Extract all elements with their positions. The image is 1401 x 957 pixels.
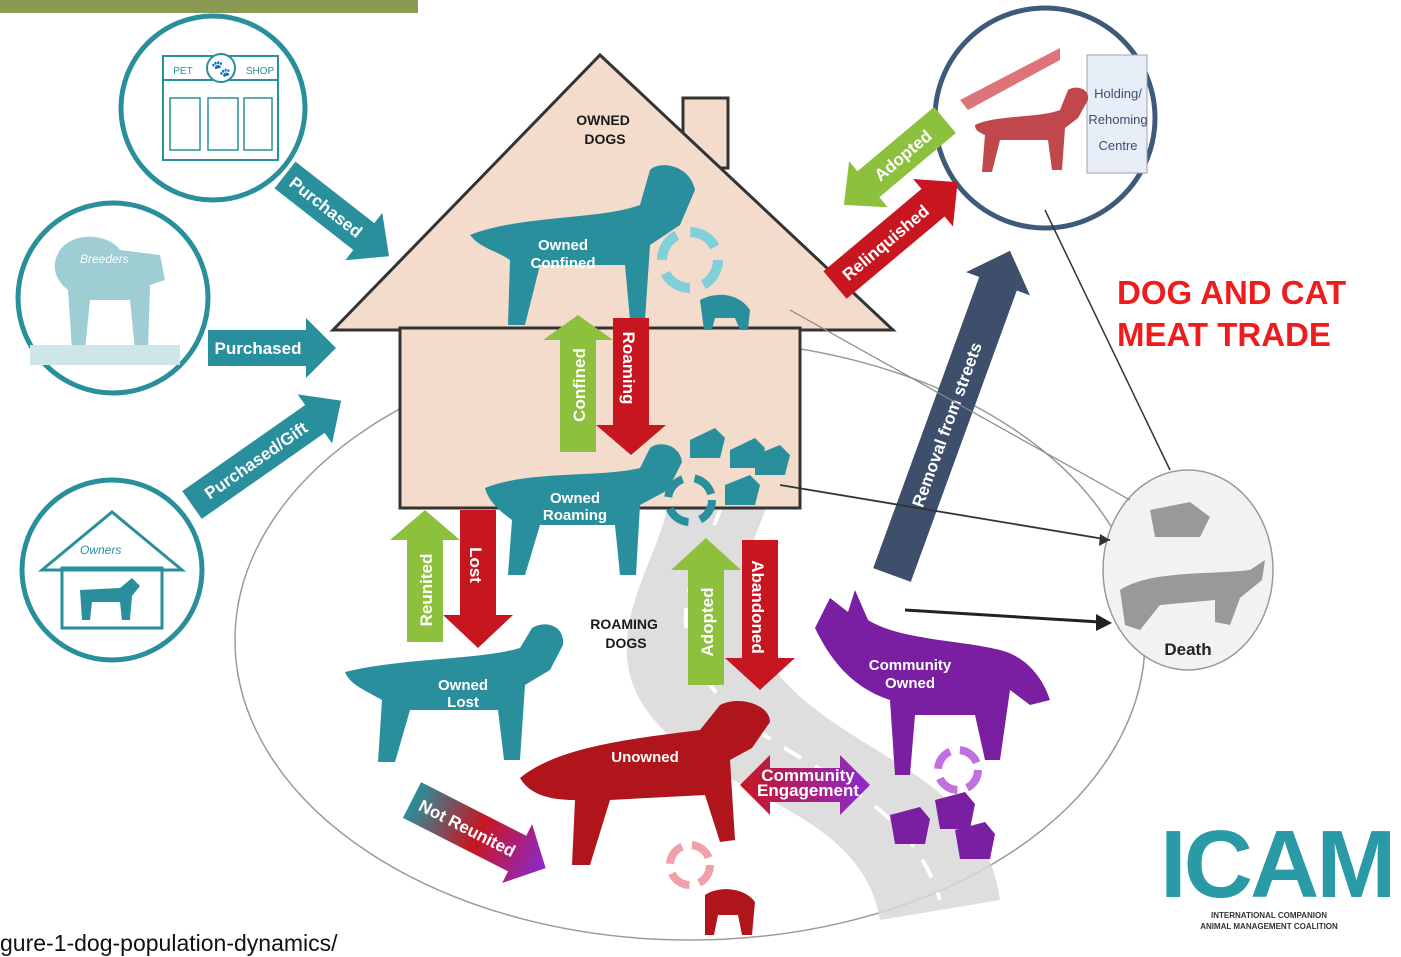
logo-line-2: ANIMAL MANAGEMENT COALITION (1200, 922, 1338, 931)
meat-trade-line-1: DOG AND CAT (1117, 274, 1347, 311)
purchased-arrow-1: Purchased (274, 161, 390, 261)
purchased-arrow-2: Purchased (208, 318, 336, 378)
lost-arrow: Lost (443, 510, 513, 648)
svg-text:Abandoned: Abandoned (748, 560, 767, 654)
death-circle: Death (1102, 469, 1274, 671)
meat-trade-line-2: MEAT TRADE (1117, 316, 1331, 353)
svg-text:Confined: Confined (570, 348, 589, 422)
cycle-icon (934, 746, 982, 794)
holding-label-2: Rehoming (1088, 112, 1147, 127)
puppy-icon (705, 889, 755, 935)
reunited-arrow: Reunited (390, 510, 460, 642)
meat-trade-label: DOG AND CAT MEAT TRADE (1117, 272, 1397, 356)
connector-arrow (904, 608, 1101, 624)
svg-text:Relinquished: Relinquished (839, 201, 933, 284)
holding-centre-circle: Holding/ Rehoming Centre (932, 5, 1158, 231)
breeders-circle: Breeders (15, 200, 211, 396)
puppies-icon (690, 428, 790, 505)
breeder-dog-icon (54, 236, 165, 350)
holding-label-3: Centre (1098, 138, 1137, 153)
pet-shop-left-label: PET (173, 66, 192, 77)
pet-shop-circle: 🐾 PET SHOP (118, 13, 308, 203)
icam-logo: ICAM INTERNATIONAL COMPANION ANIMAL MANA… (1160, 811, 1396, 932)
roaming-title: ROAMING DOGS (590, 616, 662, 651)
url-caption: gure-1-dog-population-dynamics/ (0, 930, 338, 956)
logo-line-1: INTERNATIONAL COMPANION (1211, 911, 1327, 920)
svg-text:Purchased: Purchased (215, 339, 302, 358)
puppy-icon (700, 294, 750, 330)
unowned-dog: Unowned (520, 701, 770, 935)
abandoned-arrow: Abandoned (725, 540, 795, 690)
pet-shop-right-label: SHOP (246, 66, 275, 77)
owners-circle: Owners (19, 477, 205, 663)
breeders-label: Breeders (80, 252, 129, 266)
top-accent-bar (0, 0, 418, 13)
owner-dog-icon (80, 578, 140, 620)
svg-text:Unowned: Unowned (611, 749, 679, 766)
connector-line (789, 309, 1131, 501)
connector-line (1044, 209, 1171, 471)
roaming-arrow: Roaming (596, 318, 666, 455)
svg-text:Reunited: Reunited (417, 554, 436, 627)
connector-line (779, 484, 1111, 541)
owners-label: Owners (80, 543, 121, 557)
cycle-icon (666, 841, 714, 889)
logo-mark: ICAM (1160, 811, 1396, 918)
svg-text:Adopted: Adopted (698, 588, 717, 657)
svg-text:Roaming: Roaming (619, 332, 638, 405)
puppies-icon (890, 792, 995, 859)
confined-arrow: Confined (543, 315, 613, 452)
holding-label-1: Holding/ (1094, 86, 1142, 101)
adopted-arrow-mid: Adopted (671, 538, 741, 685)
svg-text:Lost: Lost (466, 547, 485, 583)
cycle-icon (664, 474, 716, 526)
cycle-icon (657, 227, 723, 293)
house (329, 52, 897, 510)
death-label: Death (1164, 640, 1211, 659)
house-title: OWNED DOGS (576, 112, 634, 147)
paw-icon: 🐾 (211, 61, 231, 78)
